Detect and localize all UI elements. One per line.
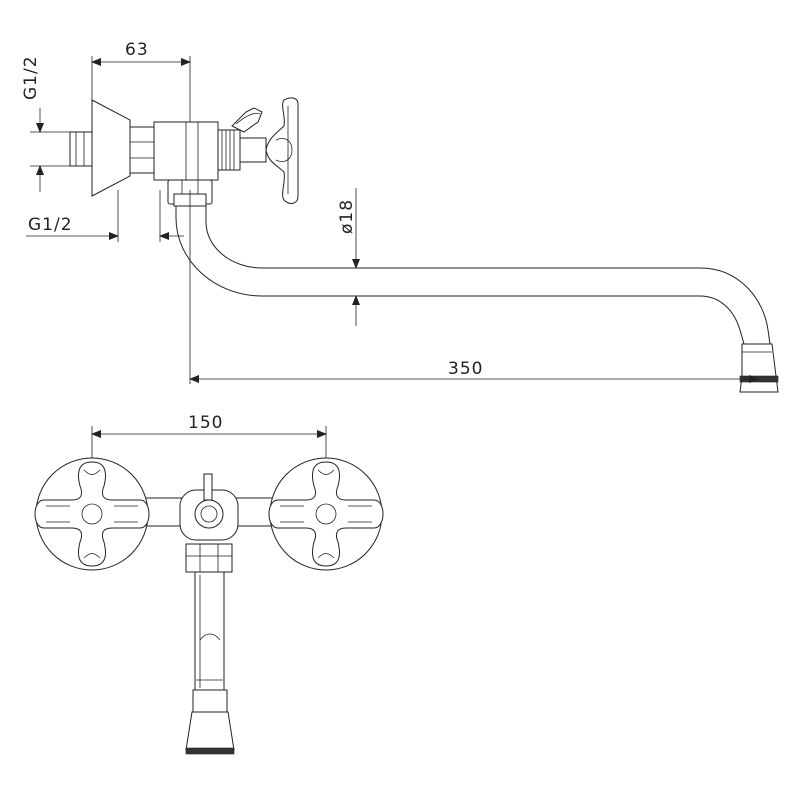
cross-handle-side: [265, 97, 299, 204]
top-spout-coupling: [185, 543, 233, 573]
dim-thread-top: G1/2: [21, 55, 41, 100]
top-lever: [231, 107, 263, 133]
side-view: 63 G1/2 G1/2 ø18 350: [21, 40, 779, 393]
left-cross-handle: [34, 461, 150, 567]
spout-pipe: [175, 206, 745, 345]
center-lever: [203, 473, 213, 501]
inlet-nipple: [69, 131, 93, 167]
dim-center-spacing: 150: [188, 413, 223, 433]
top-aerator: [185, 711, 235, 751]
valve-thread: [217, 129, 241, 171]
top-spout-pipe: [194, 572, 225, 691]
dim-spout-reach: 350: [448, 359, 483, 379]
dim-pipe-diameter: ø18: [337, 199, 357, 234]
right-cross-handle: [268, 461, 384, 567]
top-view: 150: [34, 413, 384, 755]
dim-depth: 63: [125, 40, 149, 60]
hex-nut: [129, 126, 155, 174]
aerator: [739, 343, 779, 393]
dim-thread-bottom: G1/2: [28, 215, 73, 235]
wall-flange: [91, 99, 131, 197]
